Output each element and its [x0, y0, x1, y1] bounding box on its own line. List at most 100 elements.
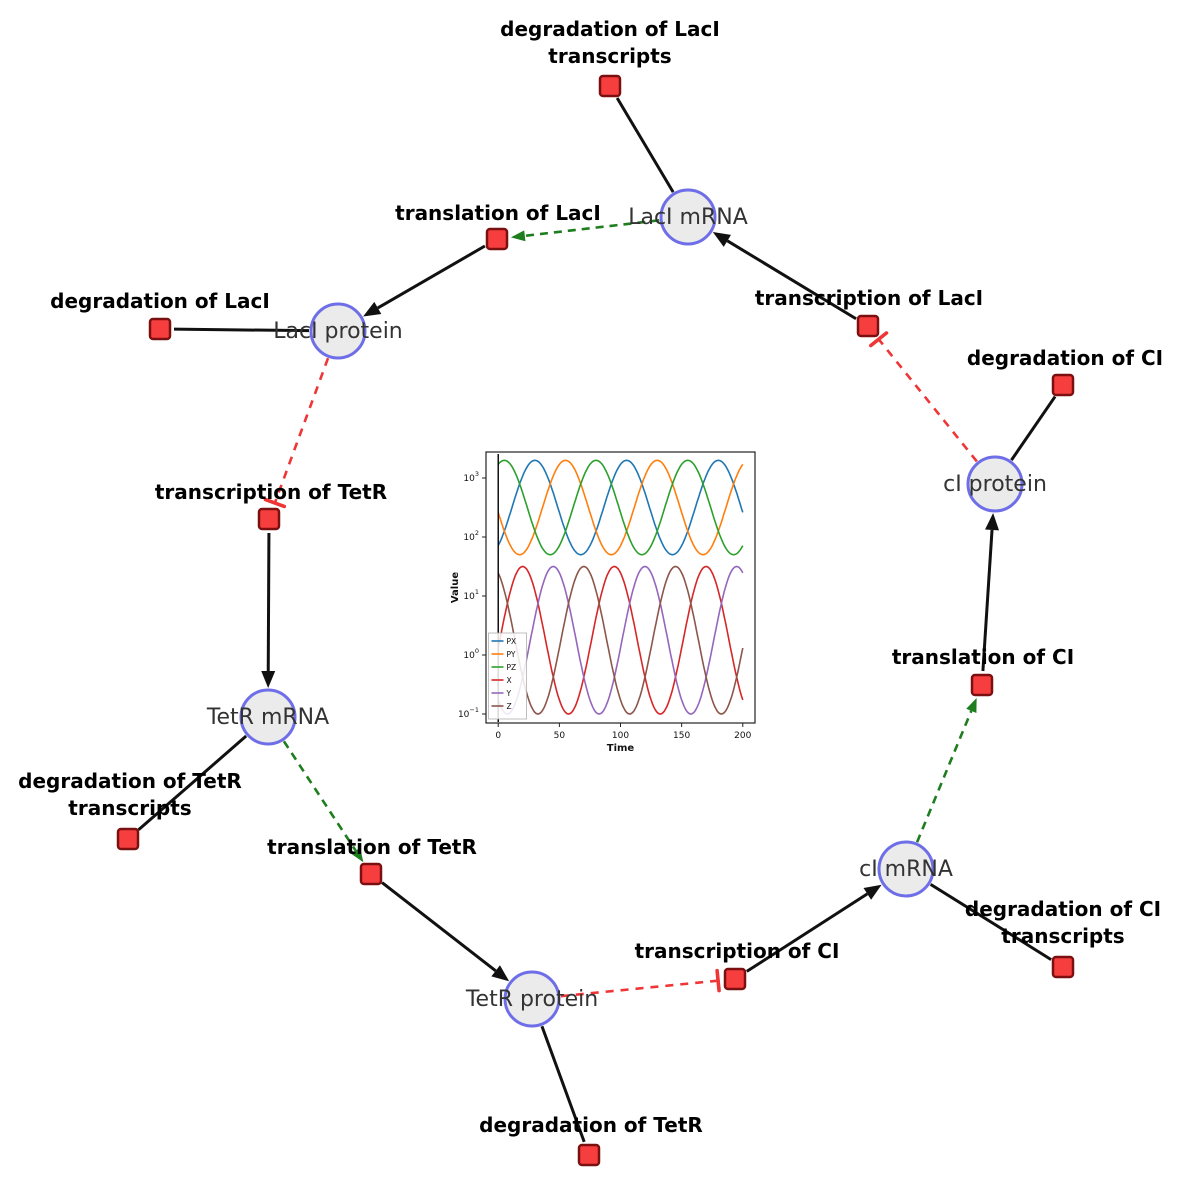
- species-circle-icon: [503, 970, 561, 1028]
- edge-consumption-cI_protein-to-degradation_of_CI: [1010, 395, 1057, 461]
- y-tick-label: 101: [463, 588, 479, 602]
- reaction-label-degradation_of_LacI_transcripts: degradation of LacI: [500, 17, 720, 41]
- reaction-square-icon: [485, 227, 509, 251]
- legend-label-PZ: PZ: [507, 663, 517, 672]
- reaction-label-degradation_of_CI_transcripts: transcripts: [1001, 924, 1124, 948]
- reaction-label-degradation_of_TetR: degradation of TetR: [479, 1113, 703, 1137]
- reaction-label-translation_of_TetR: translation of TetR: [267, 835, 477, 859]
- y-tick-label: 10−1: [458, 706, 479, 720]
- reaction-label-degradation_of_CI_transcripts: degradation of CI: [965, 897, 1161, 921]
- species-node-cI_mRNA: cI mRNA: [859, 840, 953, 898]
- species-label-cI_mRNA: cI mRNA: [859, 857, 953, 882]
- legend-label-X: X: [507, 676, 512, 685]
- reaction-square-icon: [723, 967, 747, 991]
- y-tick-label: 100: [463, 647, 479, 661]
- species-label-TetR_mRNA: TetR mRNA: [206, 705, 329, 730]
- species-label-cI_protein: cI protein: [943, 472, 1047, 497]
- arrowhead-icon: [712, 232, 731, 247]
- reaction-square-icon: [970, 673, 994, 697]
- reaction-node-degradation_of_LacI_transcripts: degradation of LacI transcripts: [500, 17, 720, 98]
- edge-production-translation_of_TetR-to-TetR_protein: [381, 881, 510, 982]
- reaction-square-icon: [598, 74, 622, 98]
- arrowhead-icon: [261, 670, 276, 689]
- species-label-LacI_mRNA: LacI mRNA: [628, 205, 748, 230]
- species-circle-icon: [877, 840, 935, 898]
- species-node-LacI_protein: LacI protein: [273, 302, 403, 360]
- reaction-square-icon: [577, 1143, 601, 1167]
- reaction-label-transcription_of_CI: transcription of CI: [635, 939, 840, 963]
- arrowhead-icon: [351, 847, 364, 863]
- chart-series-PY: [497, 459, 744, 556]
- edge-inhibition-cI_protein-to-transcription_of_LacI: [869, 331, 978, 463]
- inhibition-tbar-icon: [263, 497, 287, 509]
- edge-modifier-cI_mRNA-to-translation_of_CI: [915, 697, 977, 843]
- reaction-square-icon: [148, 317, 172, 341]
- edge-consumption-TetR_mRNA-to-degradation_of_TetR_transcripts: [137, 734, 248, 831]
- arrowhead-icon: [966, 697, 977, 713]
- arrowhead-icon: [985, 512, 1000, 531]
- chart-series-Y: [497, 565, 744, 715]
- edge-consumption-TetR_protein-to-degradation_of_TetR: [540, 1025, 586, 1143]
- species-node-cI_protein: cI protein: [943, 455, 1047, 513]
- legend-label-Y: Y: [506, 689, 512, 698]
- x-tick-label: 100: [612, 731, 629, 741]
- arrowhead-icon: [510, 230, 526, 242]
- x-tick-label: 50: [554, 731, 566, 741]
- reaction-node-degradation_of_LacI: degradation of LacI: [50, 289, 270, 341]
- reaction-label-degradation_of_LacI_transcripts: transcripts: [548, 44, 671, 68]
- edge-consumption-LacI_protein-to-degradation_of_LacI: [173, 327, 310, 333]
- x-tick-label: 0: [495, 731, 501, 741]
- edge-inhibition-TetR_protein-to-transcription_of_CI: [560, 968, 721, 998]
- arrowhead-icon: [863, 884, 882, 900]
- edge-production-translation_of_LacI-to-LacI_protein: [363, 244, 486, 317]
- edge-production-transcription_of_CI-to-cI_mRNA: [745, 884, 882, 973]
- reaction-node-degradation_of_CI_transcripts: degradation of CI transcripts: [965, 897, 1161, 979]
- reaction-square-icon: [257, 507, 281, 531]
- species-node-TetR_protein: TetR protein: [465, 970, 598, 1028]
- reaction-label-degradation_of_CI: degradation of CI: [967, 346, 1163, 370]
- species-label-LacI_protein: LacI protein: [273, 319, 403, 344]
- reaction-label-translation_of_CI: translation of CI: [892, 645, 1074, 669]
- reaction-square-icon: [116, 827, 140, 851]
- arrowhead-icon: [491, 965, 510, 982]
- inhibition-tbar-icon: [869, 331, 889, 348]
- y-tick-label: 103: [463, 470, 479, 484]
- reaction-node-translation_of_LacI: translation of LacI: [395, 201, 601, 251]
- x-tick-label: 150: [673, 731, 690, 741]
- inhibition-tbar-icon: [715, 968, 721, 993]
- reaction-node-degradation_of_CI: degradation of CI: [967, 346, 1163, 397]
- legend-label-PX: PX: [507, 637, 517, 646]
- reaction-square-icon: [1051, 373, 1075, 397]
- reaction-node-transcription_of_TetR: transcription of TetR: [155, 480, 387, 531]
- species-node-TetR_mRNA: TetR mRNA: [206, 688, 329, 746]
- reaction-square-icon: [1051, 955, 1075, 979]
- reaction-label-degradation_of_TetR_transcripts: transcripts: [68, 796, 191, 820]
- chart-series-PZ: [497, 459, 744, 556]
- x-axis-label: Time: [607, 743, 635, 754]
- species-circle-icon: [659, 188, 717, 246]
- edge-consumption-cI_mRNA-to-degradation_of_CI_transcripts: [929, 883, 1052, 961]
- edge-modifier-TetR_mRNA-to-translation_of_TetR: [282, 740, 364, 863]
- reaction-node-degradation_of_TetR: degradation of TetR: [479, 1113, 703, 1167]
- reaction-label-translation_of_LacI: translation of LacI: [395, 201, 601, 225]
- chart-series-X: [497, 565, 744, 715]
- species-label-TetR_protein: TetR protein: [465, 987, 598, 1012]
- edge-modifier-LacI_mRNA-to-translation_of_LacI: [510, 219, 660, 242]
- edge-inhibition-LacI_protein-to-transcription_of_TetR: [263, 357, 330, 509]
- species-node-LacI_mRNA: LacI mRNA: [628, 188, 748, 246]
- reaction-label-degradation_of_LacI: degradation of LacI: [50, 289, 270, 313]
- reaction-node-transcription_of_CI: transcription of CI: [635, 939, 840, 991]
- edge-production-translation_of_CI-to-cI_protein: [981, 512, 1000, 672]
- edge-consumption-LacI_mRNA-to-degradation_of_LacI_transcripts: [615, 97, 675, 193]
- reaction-square-icon: [359, 862, 383, 886]
- arrowhead-icon: [363, 301, 382, 317]
- y-tick-label: 102: [463, 529, 479, 543]
- reaction-node-translation_of_CI: translation of CI: [892, 645, 1074, 697]
- chart-series-Z: [497, 565, 744, 715]
- reaction-node-transcription_of_LacI: transcription of LacI: [755, 286, 983, 338]
